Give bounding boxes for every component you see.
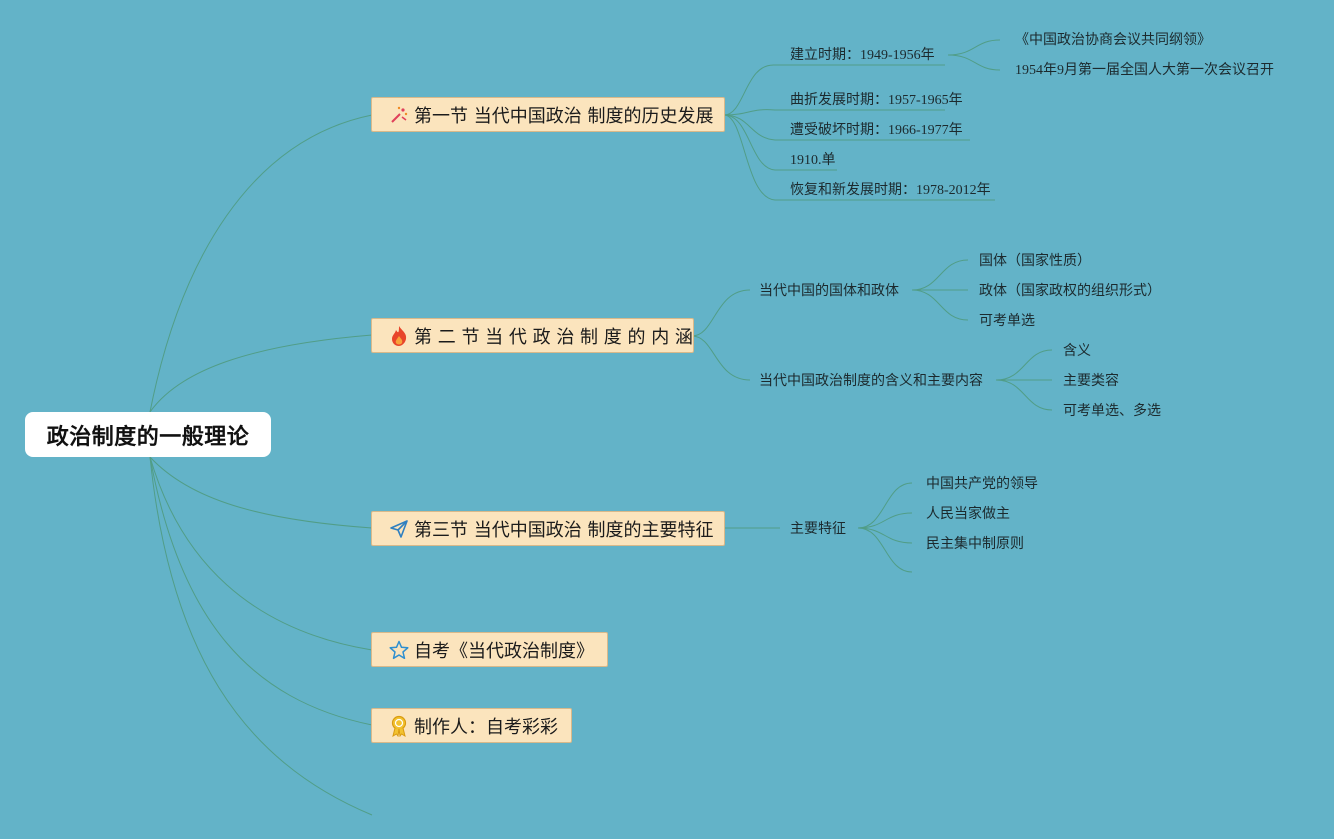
branch-section-1-label: 第一节 当代中国政治 制度的历史发展 — [414, 105, 714, 127]
s2-sub-guoti[interactable]: 国体（国家性质） — [979, 253, 1091, 269]
link-root-branch5 — [149, 456, 373, 726]
s1-item-twisting[interactable]: 曲折发展时期：1957-1965年 — [790, 93, 963, 108]
s2-sub-main-content[interactable]: 主要类容 — [1063, 373, 1119, 389]
branch-textbook-label: 自考《当代政治制度》 — [414, 640, 594, 662]
link-root-extra — [149, 456, 373, 816]
s2-sub-single-multi-choice[interactable]: 可考单选、多选 — [1063, 403, 1161, 419]
branch-textbook[interactable]: 自考《当代政治制度》 — [371, 632, 608, 667]
s2-sub-zhengti[interactable]: 政体（国家政权的组织形式） — [979, 283, 1161, 299]
branch-author[interactable]: 制作人：自考彩彩 — [371, 708, 572, 743]
branch-section-2-label: 第 二 节 当 代 政 治 制 度 的 内 涵 — [414, 326, 693, 348]
branch-author-label: 制作人：自考彩彩 — [414, 716, 558, 738]
branch-section-3[interactable]: 第三节 当代中国政治 制度的主要特征 — [371, 511, 725, 546]
s3-sub-democratic-centralism[interactable]: 民主集中制原则 — [926, 536, 1024, 552]
link-root-branch2 — [149, 334, 373, 413]
s2-sub-meaning[interactable]: 含义 — [1063, 343, 1091, 359]
fire-icon — [388, 325, 410, 347]
link-root-branch1 — [149, 114, 373, 413]
s1-item-recovery[interactable]: 恢复和新发展时期：1978-2012年 — [790, 183, 991, 198]
s3-sub-people-masters[interactable]: 人民当家做主 — [926, 506, 1010, 522]
s1-sub-common-program[interactable]: 《中国政治协商会议共同纲领》 — [1015, 33, 1211, 48]
branch-section-3-label: 第三节 当代中国政治 制度的主要特征 — [414, 519, 714, 541]
s2-sub-single-choice[interactable]: 可考单选 — [979, 313, 1035, 329]
award-ribbon-icon — [388, 715, 410, 737]
s2-item-meaning-content[interactable]: 当代中国政治制度的含义和主要内容 — [759, 373, 983, 389]
link-root-branch4 — [149, 456, 373, 651]
branch-section-1[interactable]: 第一节 当代中国政治 制度的历史发展 — [371, 97, 725, 132]
s1-item-1910[interactable]: 1910.单 — [790, 153, 836, 168]
s3-item-main-features[interactable]: 主要特征 — [790, 521, 846, 537]
s1-item-destroyed[interactable]: 遭受破坏时期：1966-1977年 — [790, 123, 963, 138]
root-topic-label: 政治制度的一般理论 — [46, 424, 250, 450]
s3-sub-party-leadership[interactable]: 中国共产党的领导 — [926, 476, 1038, 492]
star-icon — [388, 639, 410, 661]
link-root-branch3 — [149, 456, 373, 529]
s2-item-state-system[interactable]: 当代中国的国体和政体 — [759, 283, 899, 299]
s1-item-founding[interactable]: 建立时期：1949-1956年 — [790, 48, 935, 63]
branch-section-2[interactable]: 第 二 节 当 代 政 治 制 度 的 内 涵 — [371, 318, 694, 353]
paper-plane-icon — [388, 518, 410, 540]
root-topic[interactable]: 政治制度的一般理论 — [25, 412, 271, 457]
s1-sub-npc-1954[interactable]: 1954年9月第一届全国人大第一次会议召开 — [1015, 63, 1274, 78]
fireworks-icon — [388, 104, 410, 126]
